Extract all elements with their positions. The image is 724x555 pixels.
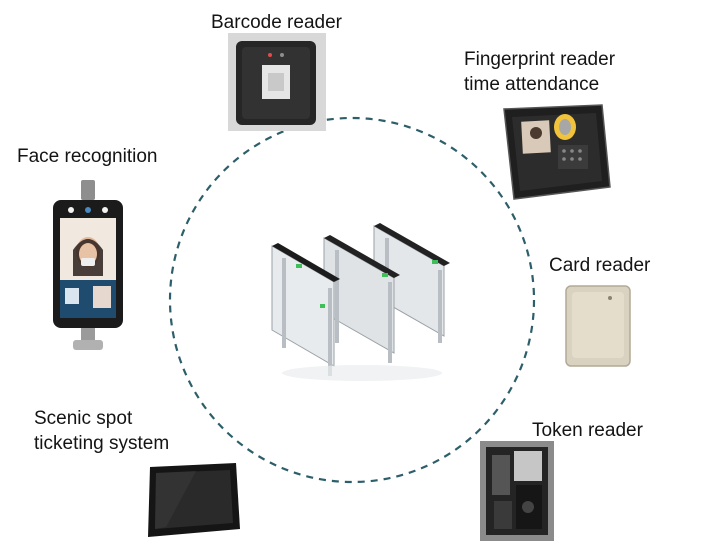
face-recognition-terminal-icon: [53, 180, 123, 350]
token-reader-label: Token reader: [532, 420, 643, 441]
ticketing-monitor-icon: [148, 463, 240, 537]
fingerprint-label-line1: Fingerprint reader: [464, 49, 616, 70]
token-reader-icon: [480, 441, 554, 541]
fingerprint-label-line2: time attendance: [464, 74, 600, 95]
barcode-reader-icon: [228, 33, 326, 131]
face-recognition-label: Face recognition: [17, 146, 158, 167]
scenic-label-line2: ticketing system: [34, 433, 170, 454]
scenic-label-line1: Scenic spot: [34, 408, 133, 429]
barcode-reader-label: Barcode reader: [211, 12, 342, 33]
fingerprint-terminal-icon: [503, 104, 611, 200]
turnstile-gate-icon: [271, 223, 450, 381]
card-reader-icon: [565, 285, 631, 367]
card-reader-label: Card reader: [549, 255, 651, 276]
